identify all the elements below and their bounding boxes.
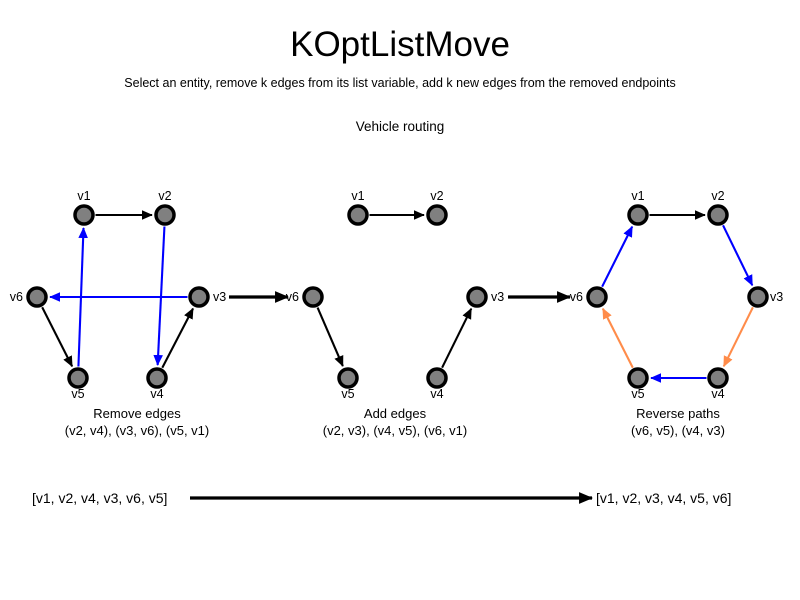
node-v5[interactable] (627, 367, 649, 389)
node-label-v4: v4 (430, 387, 443, 401)
edges-group (601, 210, 754, 383)
node-label-v6: v6 (10, 290, 23, 304)
node-v6[interactable] (586, 286, 608, 308)
node-v6[interactable] (302, 286, 324, 308)
edge-v3-v4 (722, 306, 754, 368)
node-v5[interactable] (67, 367, 89, 389)
edge-v6-v5 (41, 306, 74, 368)
node-v1[interactable] (73, 204, 95, 226)
node-label-v5: v5 (341, 387, 354, 401)
node-label-v1: v1 (77, 189, 90, 203)
node-label-v2: v2 (158, 189, 171, 203)
domain-label: Vehicle routing (355, 118, 445, 134)
node-label-v2: v2 (430, 189, 443, 203)
node-v3[interactable] (188, 286, 210, 308)
node-v3[interactable] (747, 286, 769, 308)
node-label-v6: v6 (570, 290, 583, 304)
caption-detail: (v2, v3), (v4, v5), (v6, v1) (323, 423, 467, 438)
node-v4[interactable] (146, 367, 168, 389)
list-after: [v1, v2, v3, v4, v5, v6] (596, 490, 731, 506)
node-label-v4: v4 (150, 387, 163, 401)
node-label-v2: v2 (711, 189, 724, 203)
node-label-v3: v3 (213, 290, 226, 304)
nodes-group: v1 v2 v6 v3 v5 v4 (570, 189, 783, 401)
node-label-v5: v5 (631, 387, 644, 401)
edges-group (41, 210, 194, 369)
nodes-group: v1 v2 v6 v3 v5 v4 (10, 189, 226, 401)
node-v6[interactable] (26, 286, 48, 308)
node-label-v1: v1 (351, 189, 364, 203)
node-v2[interactable] (707, 204, 729, 226)
panel-caption: Reverse paths (v6, v5), (v4, v3) (631, 406, 725, 438)
list-transform-row: [v1, v2, v4, v3, v6, v5] [v1, v2, v3, v4,… (32, 490, 731, 506)
page-subtitle: Select an entity, remove k edges from it… (124, 76, 676, 90)
node-label-v6: v6 (286, 290, 299, 304)
node-v3[interactable] (466, 286, 488, 308)
node-v1[interactable] (347, 204, 369, 226)
edge-v6-v5 (316, 307, 344, 367)
caption-title: Reverse paths (636, 406, 720, 421)
edge-v2-v3 (722, 224, 754, 287)
node-v2[interactable] (426, 204, 448, 226)
edge-v4-v3 (161, 307, 194, 369)
edge-v5-v6 (601, 307, 634, 369)
node-label-v3: v3 (770, 290, 783, 304)
list-before: [v1, v2, v4, v3, v6, v5] (32, 490, 167, 506)
edge-v2-v4 (153, 226, 166, 366)
panel-caption: Remove edges (v2, v4), (v3, v6), (v5, v1) (65, 406, 209, 438)
panel-caption: Add edges (v2, v3), (v4, v5), (v6, v1) (323, 406, 467, 438)
edges-group (316, 210, 473, 369)
caption-detail: (v2, v4), (v3, v6), (v5, v1) (65, 423, 209, 438)
node-label-v3: v3 (491, 290, 504, 304)
node-v1[interactable] (627, 204, 649, 226)
node-v2[interactable] (154, 204, 176, 226)
node-v4[interactable] (707, 367, 729, 389)
node-label-v1: v1 (631, 189, 644, 203)
caption-title: Add edges (364, 406, 427, 421)
page-title: KOptListMove (290, 25, 510, 64)
node-label-v4: v4 (711, 387, 724, 401)
caption-title: Remove edges (93, 406, 181, 421)
edge-v4-v3 (441, 307, 473, 369)
node-v5[interactable] (337, 367, 359, 389)
caption-detail: (v6, v5), (v4, v3) (631, 423, 725, 438)
node-label-v5: v5 (71, 387, 84, 401)
nodes-group: v1 v2 v6 v3 v5 v4 (286, 189, 504, 401)
edge-v6-v1 (601, 225, 634, 288)
header-block: KOptListMove Select an entity, remove k … (0, 0, 800, 133)
node-v4[interactable] (426, 367, 448, 389)
